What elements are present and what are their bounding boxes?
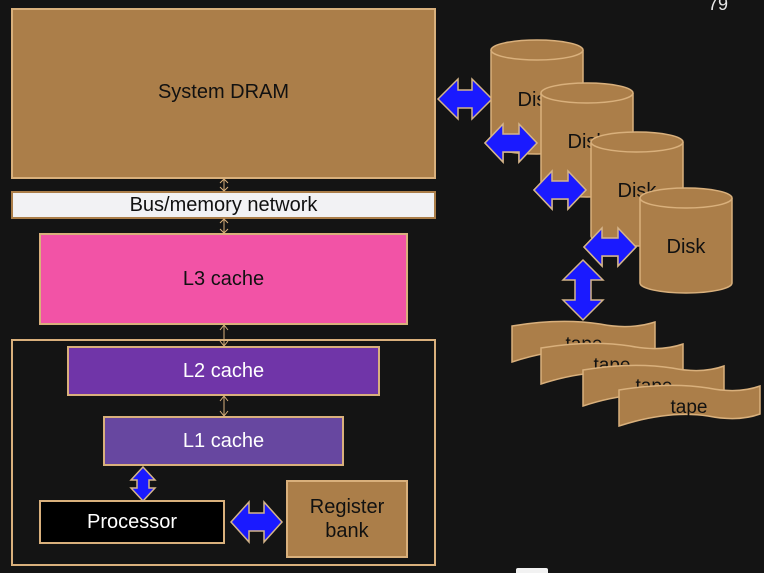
l2-cache-label: L2 cache: [182, 360, 265, 382]
bus-memory-network: Bus/memory network: [11, 191, 436, 219]
connector-l3-l2: [219, 324, 229, 347]
system-dram-block: System DRAM: [11, 8, 436, 179]
processor-label: Processor: [86, 511, 178, 533]
l1-cache-label: L1 cache: [182, 430, 265, 452]
arrow-disk1-disk2-front: [483, 122, 539, 164]
tape-4-label: tape: [671, 397, 708, 418]
disk-4: Disk: [639, 187, 733, 294]
register-bank-label: Register bank: [309, 496, 385, 542]
tape-4: tape: [618, 384, 761, 428]
page-number: 79: [707, 0, 728, 14]
bottom-marker: [516, 568, 548, 573]
arrow-disk3-disk4-front: [582, 226, 638, 268]
bus-label: Bus/memory network: [129, 194, 318, 216]
system-dram-label: System DRAM: [157, 80, 290, 103]
connector-dram-bus: [219, 178, 229, 192]
arrow-disk-tape: [561, 258, 605, 322]
arrow-dram-disk: [436, 77, 494, 121]
arrow-processor-register: [229, 500, 284, 544]
register-bank-block: Register bank: [286, 480, 408, 558]
l3-cache-label: L3 cache: [182, 268, 265, 290]
arrow-l1-processor: [129, 465, 157, 503]
disk-4-label: Disk: [667, 236, 707, 258]
processor-block: Processor: [39, 500, 225, 544]
connector-l2-l1: [219, 395, 229, 417]
connector-bus-l3: [219, 218, 229, 234]
arrow-disk2-disk3-front: [532, 169, 588, 211]
l2-cache-block: L2 cache: [67, 346, 380, 396]
l1-cache-block: L1 cache: [103, 416, 344, 466]
l3-cache-block: L3 cache: [39, 233, 408, 325]
